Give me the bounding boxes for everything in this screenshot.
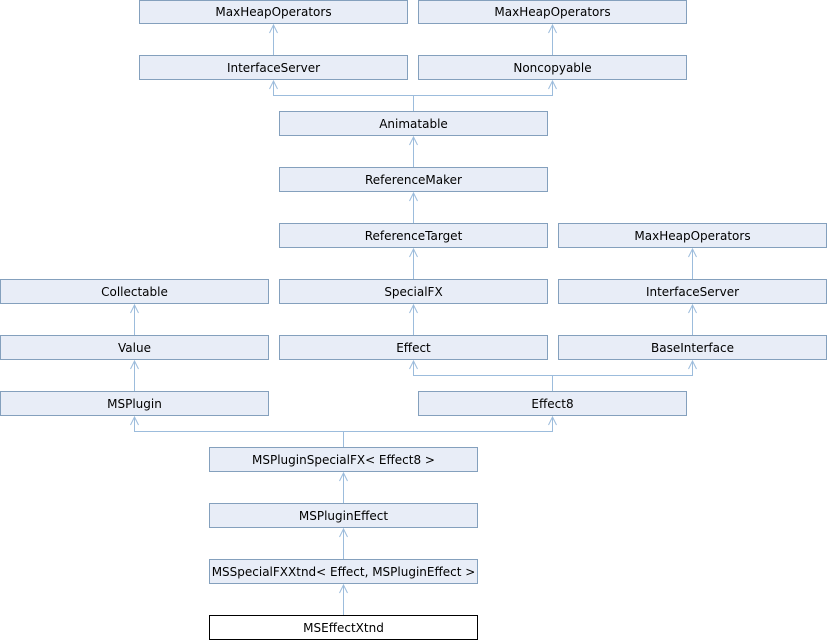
node-mspluginffect[interactable]: MSPluginEffect	[209, 503, 478, 528]
node-referencetarget[interactable]: ReferenceTarget	[279, 223, 548, 248]
node-animatable[interactable]: Animatable	[279, 111, 548, 136]
node-noncopyable[interactable]: Noncopyable	[418, 55, 687, 80]
node-mseffectxtnd: MSEffectXtnd	[209, 615, 478, 640]
edge-msplugin-value-arrow	[130, 359, 139, 370]
edge-specialfx-referencetarget-arrow	[409, 247, 418, 258]
node-msspecialfxxtnd[interactable]: MSSpecialFXXtnd< Effect, MSPluginEffect …	[209, 559, 478, 584]
edge-mspluginffect-mspluginspecialfx-arrow	[339, 471, 348, 482]
node-collectable[interactable]: Collectable	[0, 279, 269, 304]
edge-baseinterface-interfaceserver-arrow	[688, 303, 697, 314]
edge-mseffectxtnd-msspecialfxxtnd-arrow	[339, 583, 348, 594]
edge-referencemaker-animatable-arrow	[409, 135, 418, 146]
node-maxheapoperators-2[interactable]: MaxHeapOperators	[418, 0, 687, 24]
node-specialfx[interactable]: SpecialFX	[279, 279, 548, 304]
edge-effect8-effect-arrow	[409, 359, 418, 370]
edge-mspluginspecialfx-effect8-arrow	[548, 415, 557, 426]
edge-noncopyable-maxheap-2-arrow	[548, 23, 557, 34]
edge-interfaceserver-maxheap-3-arrow	[688, 247, 697, 258]
node-referencemaker[interactable]: ReferenceMaker	[279, 167, 548, 192]
edge-animatable-noncopyable-arrow	[548, 79, 557, 90]
edge-referencetarget-referencemaker-arrow	[409, 191, 418, 202]
edge-value-collectable-arrow	[130, 303, 139, 314]
node-value[interactable]: Value	[0, 335, 269, 360]
edge-interfaceserver-maxheap-1-arrow	[269, 23, 278, 34]
edge-effect8-baseinterface-arrow	[688, 359, 697, 370]
node-interfaceserver-2[interactable]: InterfaceServer	[558, 279, 827, 304]
node-mspluginspecialfx[interactable]: MSPluginSpecialFX< Effect8 >	[209, 447, 478, 472]
node-maxheapoperators-1[interactable]: MaxHeapOperators	[139, 0, 408, 24]
node-effect[interactable]: Effect	[279, 335, 548, 360]
node-effect8[interactable]: Effect8	[418, 391, 687, 416]
edge-animatable-interfaceserver-arrow	[269, 79, 278, 90]
node-maxheapoperators-3[interactable]: MaxHeapOperators	[558, 223, 827, 248]
node-baseinterface[interactable]: BaseInterface	[558, 335, 827, 360]
node-msplugin[interactable]: MSPlugin	[0, 391, 269, 416]
edge-msspecialfxxtnd-mspluginffect-arrow	[339, 527, 348, 538]
node-interfaceserver-1[interactable]: InterfaceServer	[139, 55, 408, 80]
edge-effect-specialfx-arrow	[409, 303, 418, 314]
edge-mspluginspecialfx-msplugin-arrow	[130, 415, 139, 426]
